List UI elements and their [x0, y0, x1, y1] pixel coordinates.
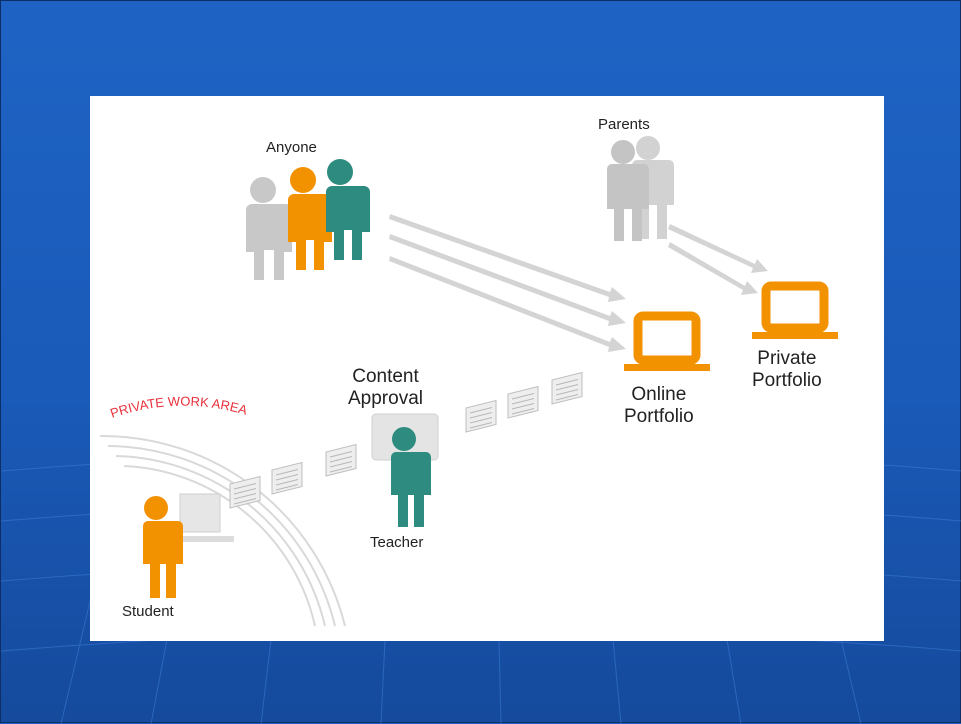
parents-to-private-arrows: [668, 224, 768, 295]
teacher-person-icon: [371, 413, 439, 527]
diagram-canvas: PRIVATE WORK AREA: [99, 136, 838, 627]
private-work-area-label: PRIVATE WORK AREA: [108, 394, 249, 421]
document-trail: [229, 371, 583, 509]
content-approval-label: Content Approval: [348, 366, 423, 409]
teacher-label: Teacher: [370, 534, 424, 551]
online-portfolio-laptop-icon: [624, 311, 710, 371]
diagram-panel: PRIVATE WORK AREA Anyone Parents Content…: [90, 96, 884, 641]
anyone-to-online-arrows: [389, 214, 626, 352]
student-label: Student: [122, 603, 174, 620]
private-portfolio-label: Private Portfolio: [752, 348, 822, 391]
parents-label: Parents: [598, 116, 650, 133]
anyone-people-icon: [238, 159, 370, 280]
private-work-area-arcs: [99, 434, 346, 627]
private-portfolio-laptop-icon: [752, 281, 838, 339]
anyone-label: Anyone: [266, 139, 317, 156]
student-person-icon: [134, 493, 234, 598]
online-portfolio-label: Online Portfolio: [624, 384, 694, 427]
parents-people-icon: [602, 136, 674, 241]
